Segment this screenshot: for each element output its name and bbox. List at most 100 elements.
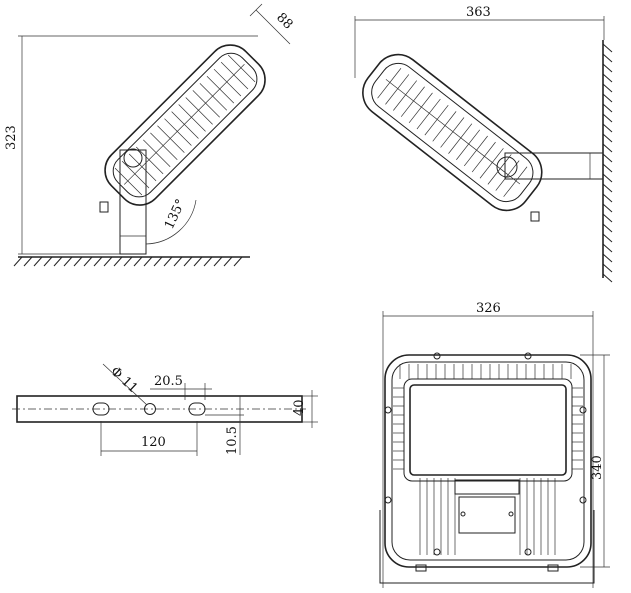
hatch-line: [602, 183, 613, 193]
cooling-fin: [471, 141, 496, 173]
cooling-fin: [495, 160, 520, 191]
hole-spacing-label: 120: [141, 435, 166, 450]
hatch-line: [602, 123, 613, 133]
hatch-line: [602, 73, 613, 83]
cooling-fin: [206, 76, 235, 104]
cooling-fin: [456, 129, 481, 160]
cooling-fin: [220, 61, 249, 90]
hatch-line: [143, 256, 153, 267]
screw: [433, 352, 441, 360]
depth-dimension: 88: [249, 3, 295, 45]
hatch-line: [183, 256, 193, 267]
hatch-line: [602, 263, 613, 273]
cooling-fin: [377, 68, 402, 99]
wall-hatch: [602, 40, 613, 283]
cooling-fin: [157, 125, 185, 153]
hatch-line: [602, 143, 613, 153]
hatch-line: [13, 256, 23, 267]
wall-pivot: [496, 156, 518, 178]
hatch-line: [53, 256, 63, 267]
hatch-line: [602, 173, 613, 183]
hatch-line: [193, 256, 203, 267]
cooling-fin: [121, 160, 150, 189]
wall-mount-view: 363: [354, 5, 613, 283]
hatch-line: [602, 203, 613, 213]
hatch-line: [93, 256, 103, 267]
hatch-line: [602, 103, 613, 113]
hatch-line: [602, 133, 613, 143]
cooling-fin: [385, 74, 410, 105]
hatch-line: [602, 223, 613, 233]
height-label: 323: [4, 125, 19, 150]
cooling-fin: [393, 80, 418, 111]
center-hole: [144, 403, 156, 415]
hatch-line: [602, 113, 613, 123]
hatch-line: [233, 256, 243, 267]
cooling-fin: [440, 117, 465, 148]
front-view: 326 340: [379, 301, 610, 588]
cooling-fin: [185, 97, 213, 125]
height-dimension: 323: [4, 35, 258, 255]
hatch-line: [213, 256, 223, 267]
cooling-fin: [408, 92, 433, 124]
hatch-line: [133, 256, 143, 267]
bracket-height-label: 40: [292, 399, 307, 416]
cooling-fin: [178, 104, 206, 132]
hatch-line: [73, 256, 83, 267]
tilted-housing: [104, 44, 266, 206]
cooling-fin: [128, 153, 157, 182]
hatch-line: [43, 256, 53, 267]
width-label: 363: [466, 5, 491, 20]
cooling-fin: [424, 104, 449, 136]
hatch-line: [203, 256, 213, 267]
cooling-fin: [479, 148, 504, 179]
cooling-fin: [503, 166, 528, 197]
hole-diameter-label: Φ 11: [107, 364, 140, 396]
cooling-fin: [192, 90, 220, 118]
hatch-line: [602, 233, 613, 243]
cooling-fin: [143, 139, 171, 168]
front-width-label: 326: [476, 301, 501, 316]
hatch-line: [602, 163, 613, 173]
hatch-line: [602, 93, 613, 103]
screw: [579, 496, 587, 504]
left-slot: [92, 402, 110, 416]
front-height-label: 340: [590, 455, 605, 480]
hatch-line: [602, 213, 613, 223]
cooling-fin: [400, 86, 425, 117]
screw: [579, 406, 587, 414]
cooling-fin: [213, 68, 242, 97]
mount-post: [119, 149, 147, 255]
fin-rail: [385, 79, 521, 185]
angle-dimension: 135°: [145, 197, 197, 245]
screw: [384, 406, 392, 414]
lens-window: [409, 384, 567, 476]
hatch-line: [602, 243, 613, 253]
angle-label: 135°: [162, 197, 189, 232]
hatch-line: [83, 256, 93, 267]
cooling-fin: [227, 54, 256, 83]
hatch-line: [113, 256, 123, 267]
hatch-line: [123, 256, 133, 267]
hatch-line: [602, 273, 613, 283]
cooling-fin: [171, 111, 199, 139]
screw: [524, 548, 532, 556]
depth-label: 88: [273, 10, 295, 32]
pivot-bolt: [123, 148, 143, 168]
cooling-fin: [432, 111, 457, 142]
hatch-line: [103, 256, 113, 267]
right-slot: [188, 402, 206, 416]
floor-mount-view: 323 88 135°: [4, 3, 295, 267]
hatch-line: [602, 253, 613, 263]
wall-housing: [362, 53, 543, 212]
hatch-line: [33, 256, 43, 267]
cooling-fin: [448, 123, 473, 154]
hatch-line: [153, 256, 163, 267]
wall-arm: [504, 152, 604, 180]
housing-outline: [384, 354, 592, 568]
hatch-line: [602, 83, 613, 93]
slot-offset-label: 20.5: [154, 374, 183, 389]
cooling-fin: [150, 132, 178, 160]
hatch-line: [602, 193, 613, 203]
